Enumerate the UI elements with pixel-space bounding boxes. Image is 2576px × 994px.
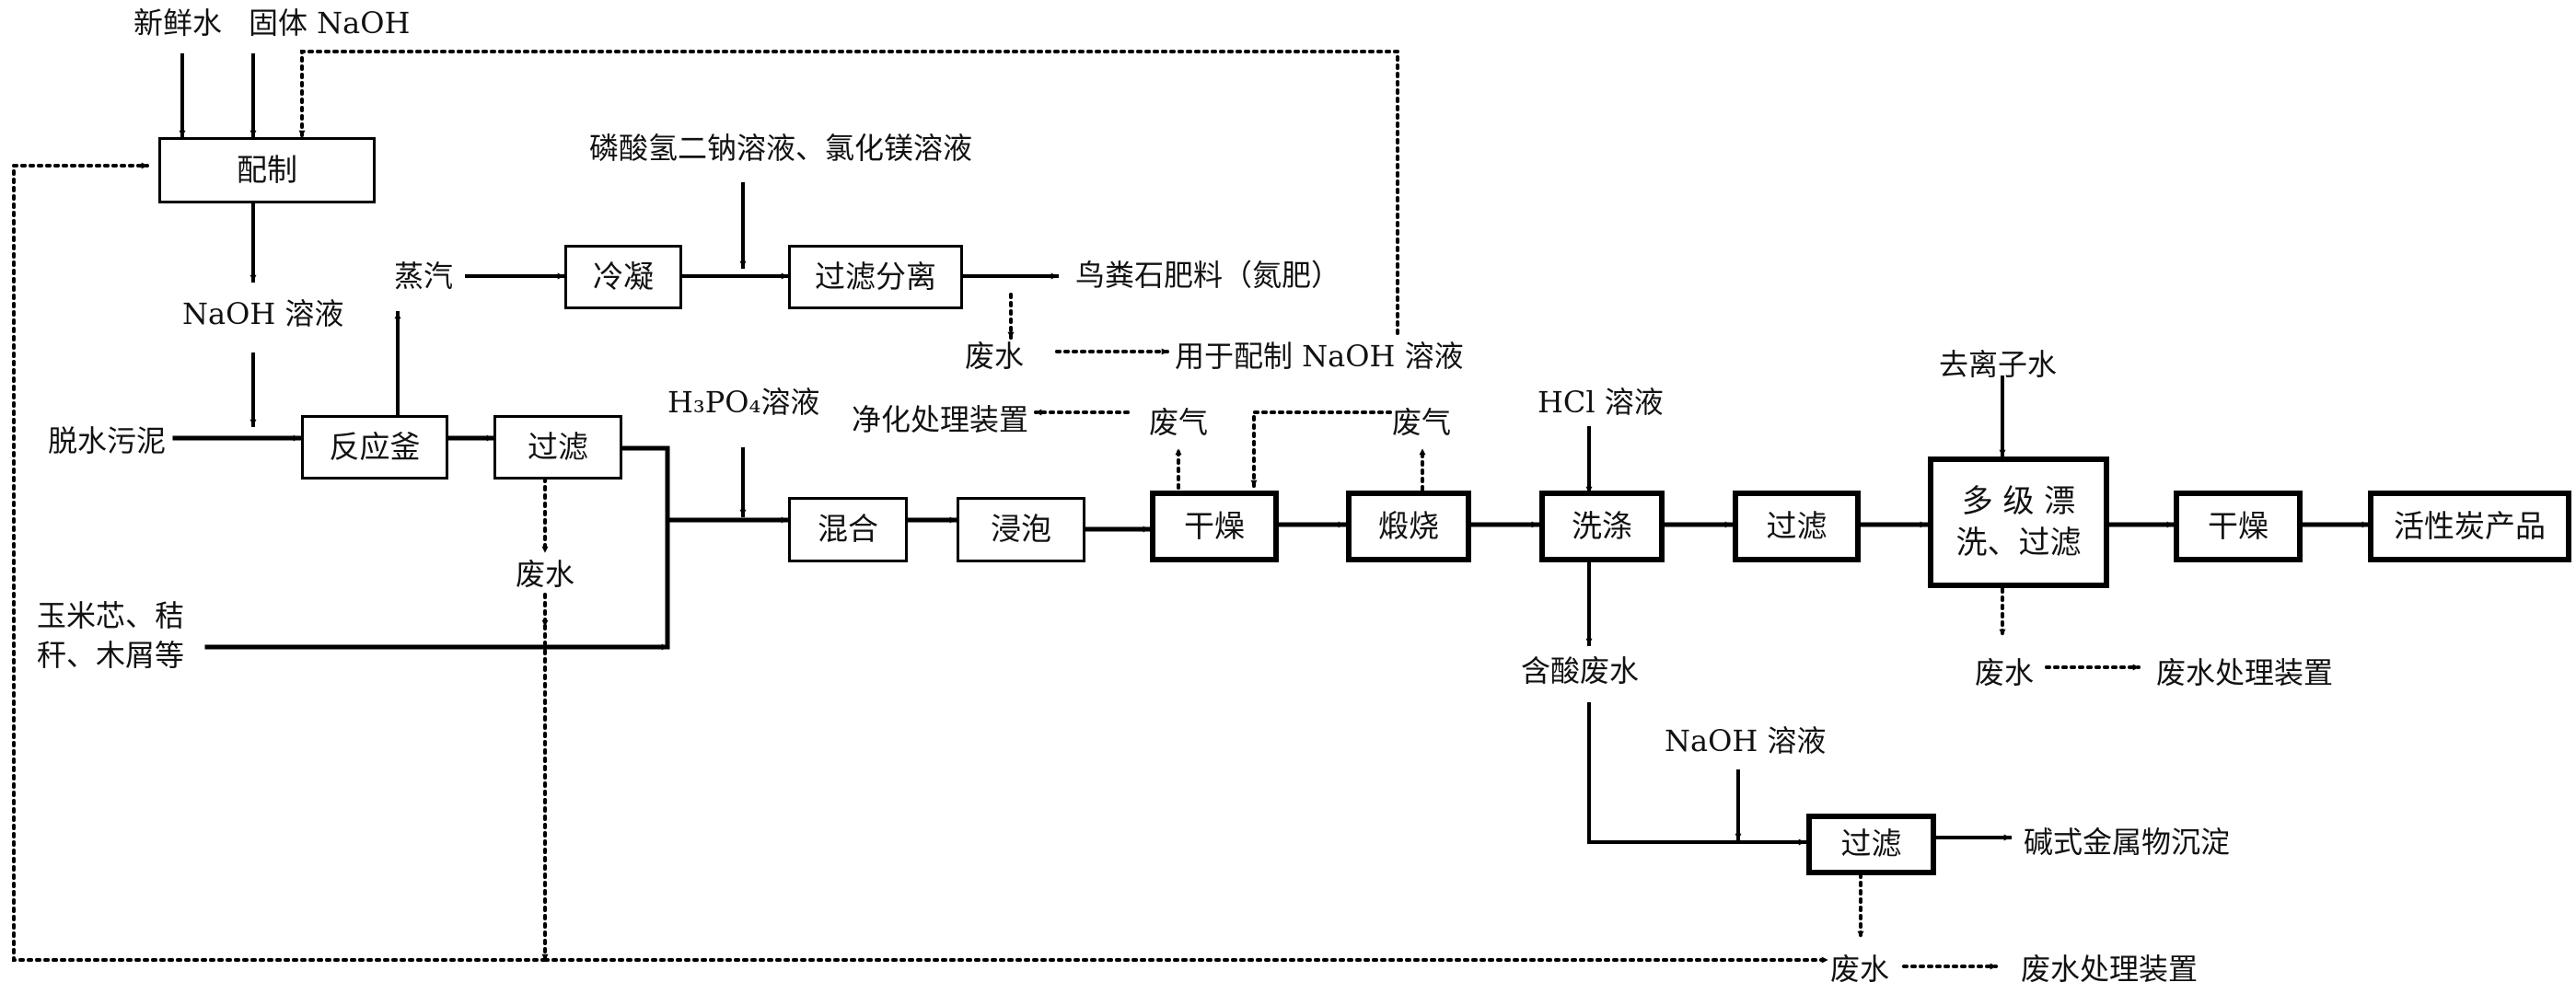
node-product: 活性炭产品 <box>2368 491 2571 562</box>
label-steam: 蒸汽 <box>394 259 454 294</box>
node-prep: 配制 <box>158 137 376 203</box>
node-filter-3: 过滤 <box>1806 814 1936 875</box>
solid-flow-lines <box>172 53 2371 846</box>
label-wastewater-2: 废水 <box>516 557 575 592</box>
reuse-naoh-to-prep-loop-line <box>298 50 1399 335</box>
label-wastewater-4: 废水 <box>1830 952 1890 987</box>
label-fresh-water: 新鲜水 <box>133 6 223 40</box>
node-soak: 浸泡 <box>957 497 1085 562</box>
node-reactor: 反应釜 <box>301 415 448 480</box>
dotted-flow-lines <box>12 50 2141 970</box>
label-exhaust-1: 废气 <box>1149 405 1209 440</box>
label-dewatered-sludge: 脱水污泥 <box>48 423 167 458</box>
label-wastewater-treatment-2: 废水处理装置 <box>2021 952 2199 987</box>
label-deionized-water: 去离子水 <box>1939 347 2058 382</box>
node-mix: 混合 <box>788 497 908 562</box>
node-wash: 洗涤 <box>1539 491 1665 562</box>
label-phosphate-mgcl: 磷酸氢二钠溶液、氯化镁溶液 <box>589 131 973 166</box>
label-metal-precipitate: 碱式金属物沉淀 <box>2024 825 2231 860</box>
label-purification: 净化处理装置 <box>852 402 1029 437</box>
label-hcl: HCl 溶液 <box>1537 385 1664 420</box>
label-struvite: 鸟粪石肥料（氮肥） <box>1075 258 1341 293</box>
node-dry-2: 干燥 <box>2174 491 2303 562</box>
node-condense: 冷凝 <box>564 245 682 309</box>
label-wastewater-treatment-1: 废水处理装置 <box>2156 655 2334 690</box>
bottom-left-return-line <box>12 162 547 962</box>
node-filter-2: 过滤 <box>1733 491 1861 562</box>
label-wastewater-3: 废水 <box>1975 655 2035 690</box>
exhaust-2-to-dry-1-arrow <box>1250 410 1392 488</box>
label-acid-wastewater: 含酸废水 <box>1521 653 1640 688</box>
node-multi-rinse: 多 级 漂 洗、过滤 <box>1928 457 2109 588</box>
acid-wastewater-to-filter-3-arrow <box>1587 702 1806 846</box>
node-dry-1: 干燥 <box>1150 491 1279 562</box>
node-calcine: 煅烧 <box>1346 491 1471 562</box>
node-filter-1: 过滤 <box>493 415 622 480</box>
label-biomass: 玉米芯、秸 秆、木屑等 <box>37 598 185 674</box>
filter-1-to-junction-line <box>619 445 670 650</box>
label-wastewater-1: 废水 <box>965 339 1025 374</box>
label-exhaust-2: 废气 <box>1392 405 1452 440</box>
label-reuse-naoh: 用于配制 NaOH 溶液 <box>1175 339 1464 374</box>
label-naoh-solution-2: NaOH 溶液 <box>1665 723 1827 758</box>
label-solid-naoh: 固体 NaOH <box>249 6 411 40</box>
node-filter-separate: 过滤分离 <box>788 245 963 309</box>
label-h3po4: H₃PO₄溶液 <box>667 385 820 420</box>
label-naoh-solution-1: NaOH 溶液 <box>182 296 344 331</box>
